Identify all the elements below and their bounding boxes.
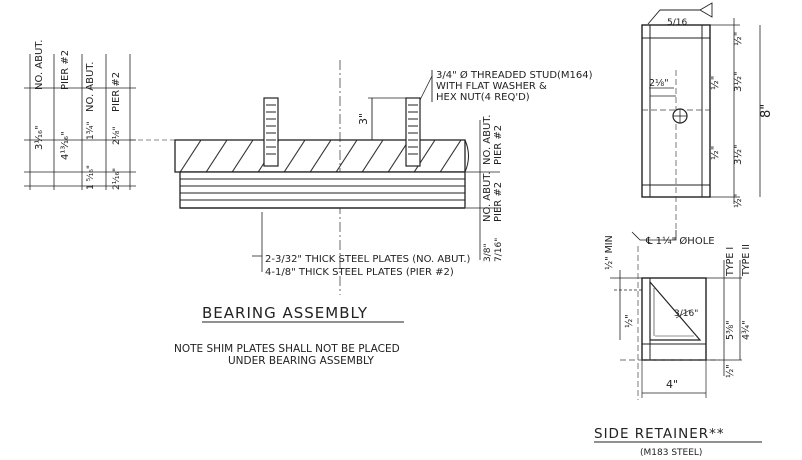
side-retainer-title: SIDE RETAINER** xyxy=(594,426,725,442)
stud-note-line-1: 3/4" Ø THREADED STUD(M164) xyxy=(436,69,593,81)
hole-note: ℄ 1¼" ØHOLE xyxy=(645,235,715,247)
steel-plates xyxy=(179,171,466,209)
dim-2-1-8: 2¹⁄₈" xyxy=(112,126,122,145)
dim-3-label: 3" xyxy=(357,113,370,125)
note-line-2: UNDER BEARING ASSEMBLY xyxy=(228,355,374,367)
left-dimensions: 3¹⁄₁₆" NO. ABUT. 4¹³⁄₁₆" PIER #2 1 ⁵⁄₁₆"… xyxy=(24,40,136,190)
note-line-1: NOTE SHIM PLATES SHALL NOT BE PLACED xyxy=(174,343,400,355)
dim-3-half-b: 3½" xyxy=(732,144,744,165)
dim-1-3-4: 1¾" xyxy=(86,121,96,140)
label-no-abut-2: NO. ABUT. xyxy=(85,62,96,112)
side-retainer: ½" MIN ½" 3/16" TYPE I TYPE II 5⅜" 4¾" ½… xyxy=(594,235,762,458)
weld-leader xyxy=(647,9,700,25)
bearing-assembly: 3" 3/4" Ø THREADED STUD(M164) WITH FLAT … xyxy=(24,40,593,367)
right-label-no-abut-2: NO. ABUT. xyxy=(482,172,493,222)
retainer-dim-half-left: ½" xyxy=(624,314,635,328)
threaded-stud-right xyxy=(405,97,421,167)
threaded-stud-left xyxy=(263,97,279,167)
label-pier-2-2: PIER #2 xyxy=(111,72,122,112)
dim-2-1-8-label: 2⅛" xyxy=(649,78,669,89)
bearing-plate-hatched xyxy=(174,139,466,173)
label-no-abut-1: NO. ABUT. xyxy=(34,40,45,90)
right-label-no-abut-1: NO. ABUT. xyxy=(482,115,493,165)
retainer-dim-half-right: ½" xyxy=(725,364,736,378)
hole-leader xyxy=(631,230,677,241)
retainer-half-min: ½" MIN xyxy=(604,235,615,270)
dim-4-13-16: 4¹³⁄₁₆" xyxy=(60,131,71,160)
weld-symbol-icon xyxy=(699,2,713,18)
stud-leader xyxy=(419,75,433,101)
stud-note-line-3: HEX NUT(4 REQ'D) xyxy=(436,92,530,103)
dim-1-5-16: 1 ⁵⁄₁₆" xyxy=(86,165,96,190)
plate-view: 5/16 2⅛" ½" ½" 3½" ½" 3½" ½" 8" ℄ 1¼" ØH… xyxy=(631,2,774,247)
weld-size-label: 5/16 xyxy=(667,18,687,28)
bearing-assembly-title: BEARING ASSEMBLY xyxy=(202,304,368,322)
retainer-dim-4: 4" xyxy=(666,378,678,391)
right-label-pier-2-2: PIER #2 xyxy=(493,182,504,222)
plate-edge xyxy=(464,139,469,173)
dim-half-a: ½" xyxy=(709,76,721,90)
retainer-gusset xyxy=(649,280,702,341)
plates-note-line-2: 4-1/8" THICK STEEL PLATES (PIER #2) xyxy=(265,267,454,278)
dim-half-bottom: ½" xyxy=(732,194,744,208)
retainer-type-1: TYPE I xyxy=(725,247,736,277)
retainer-weld-label: 3/16" xyxy=(674,309,698,319)
dim-half-top: ½" xyxy=(732,32,744,46)
retainer-dim-4-3-4: 4¾" xyxy=(741,320,752,340)
plates-note-line-1: 2-3/32" THICK STEEL PLATES (NO. ABUT.) xyxy=(265,254,471,265)
stud-note-line-2: WITH FLAT WASHER & xyxy=(436,81,547,92)
label-pier-2-1: PIER #2 xyxy=(60,50,71,90)
right-dim-3-8: 3/8" xyxy=(483,243,493,262)
dim-half-b: ½" xyxy=(709,146,721,160)
right-dimensions: NO. ABUT. PIER #2 NO. ABUT. PIER #2 3/8"… xyxy=(466,115,504,262)
dim-2-1-16: 2¹⁄₁₆" xyxy=(112,168,122,190)
retainer-dim-5-3-8: 5⅜" xyxy=(725,320,736,340)
right-label-pier-2-1: PIER #2 xyxy=(493,125,504,165)
right-dim-7-16: 7/16" xyxy=(494,238,504,262)
retainer-type-2: TYPE II xyxy=(741,244,752,277)
side-retainer-subtitle: (M183 STEEL) xyxy=(640,448,702,458)
dim-8-label: 8" xyxy=(759,104,774,118)
dim-3-1-16: 3¹⁄₁₆" xyxy=(34,125,45,150)
dim-3-half-a: 3½" xyxy=(732,71,744,92)
